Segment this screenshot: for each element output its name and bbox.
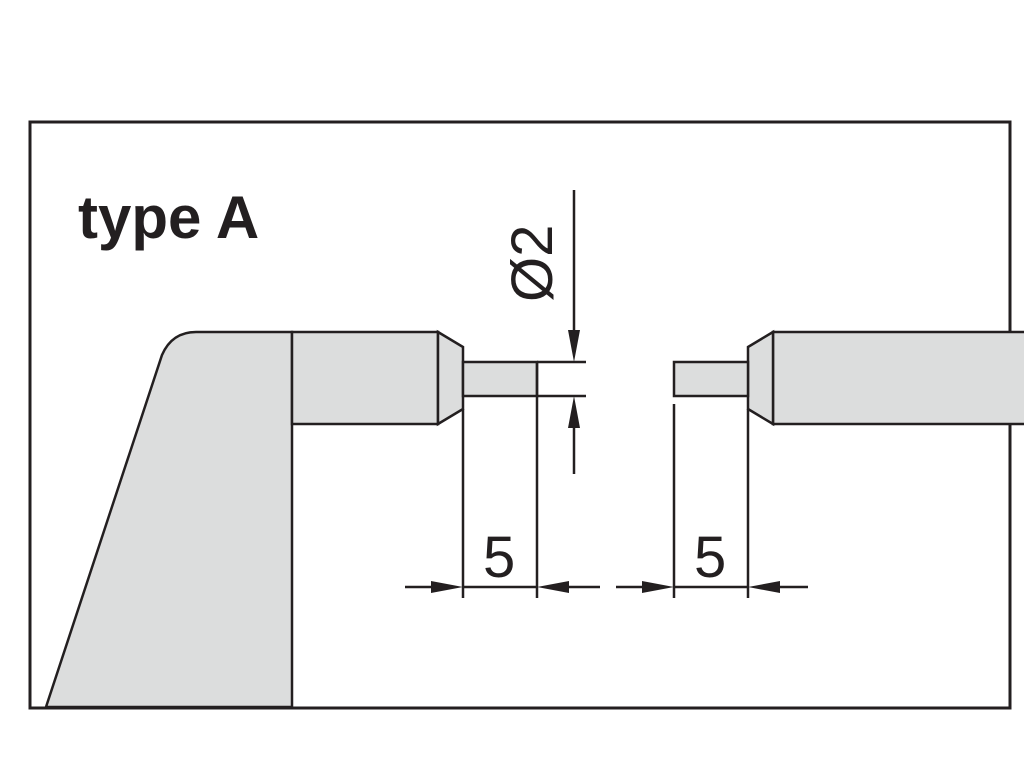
left-anvil-tip bbox=[461, 360, 539, 398]
left-anvil bbox=[290, 330, 440, 426]
micrometer-frame-body bbox=[44, 330, 294, 709]
right-spindle bbox=[771, 330, 1024, 426]
diameter-label: Ø2 bbox=[500, 225, 565, 302]
left-tip-length-label: 5 bbox=[483, 525, 515, 590]
diagram-title: type A bbox=[78, 184, 259, 251]
left-length-arrow-right bbox=[431, 581, 463, 593]
right-length-arrow-left bbox=[748, 581, 780, 593]
left-anvil-taper bbox=[436, 329, 465, 427]
right-spindle-taper bbox=[746, 329, 775, 427]
diameter-arrow-up bbox=[568, 396, 580, 428]
left-length-arrow-left bbox=[537, 581, 569, 593]
right-spindle-tip bbox=[672, 360, 750, 398]
right-length-arrow-right bbox=[642, 581, 674, 593]
right-tip-length-label: 5 bbox=[694, 525, 726, 590]
diameter-arrow-down bbox=[568, 330, 580, 362]
